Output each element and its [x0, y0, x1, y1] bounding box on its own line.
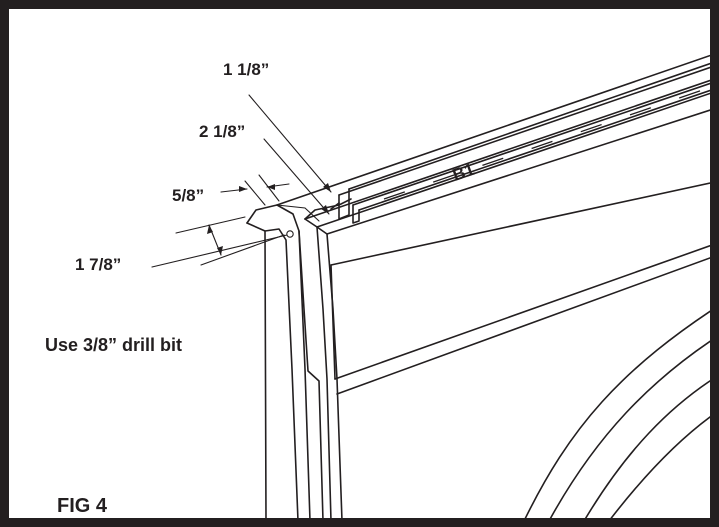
figure-label: FIG 4 [57, 495, 108, 517]
dimension-2-label: 2 1/8” [199, 122, 245, 141]
front-panel [246, 204, 324, 518]
assembly-drawing: 1 1/8” 2 1/8” 5/8” 1 7/8” Use 3/8” drill… [45, 54, 710, 518]
drill-instruction: Use 3/8” drill bit [45, 335, 182, 355]
upper-face [330, 182, 710, 395]
dimension-1-label: 1 1/8” [223, 60, 269, 79]
dimension-lines [151, 94, 332, 268]
curved-opening [524, 310, 710, 518]
side-rail [304, 198, 352, 518]
b1-rail [276, 54, 710, 235]
dimension-3-label: 5/8” [172, 186, 204, 205]
dimension-4-label: 1 7/8” [75, 255, 121, 274]
